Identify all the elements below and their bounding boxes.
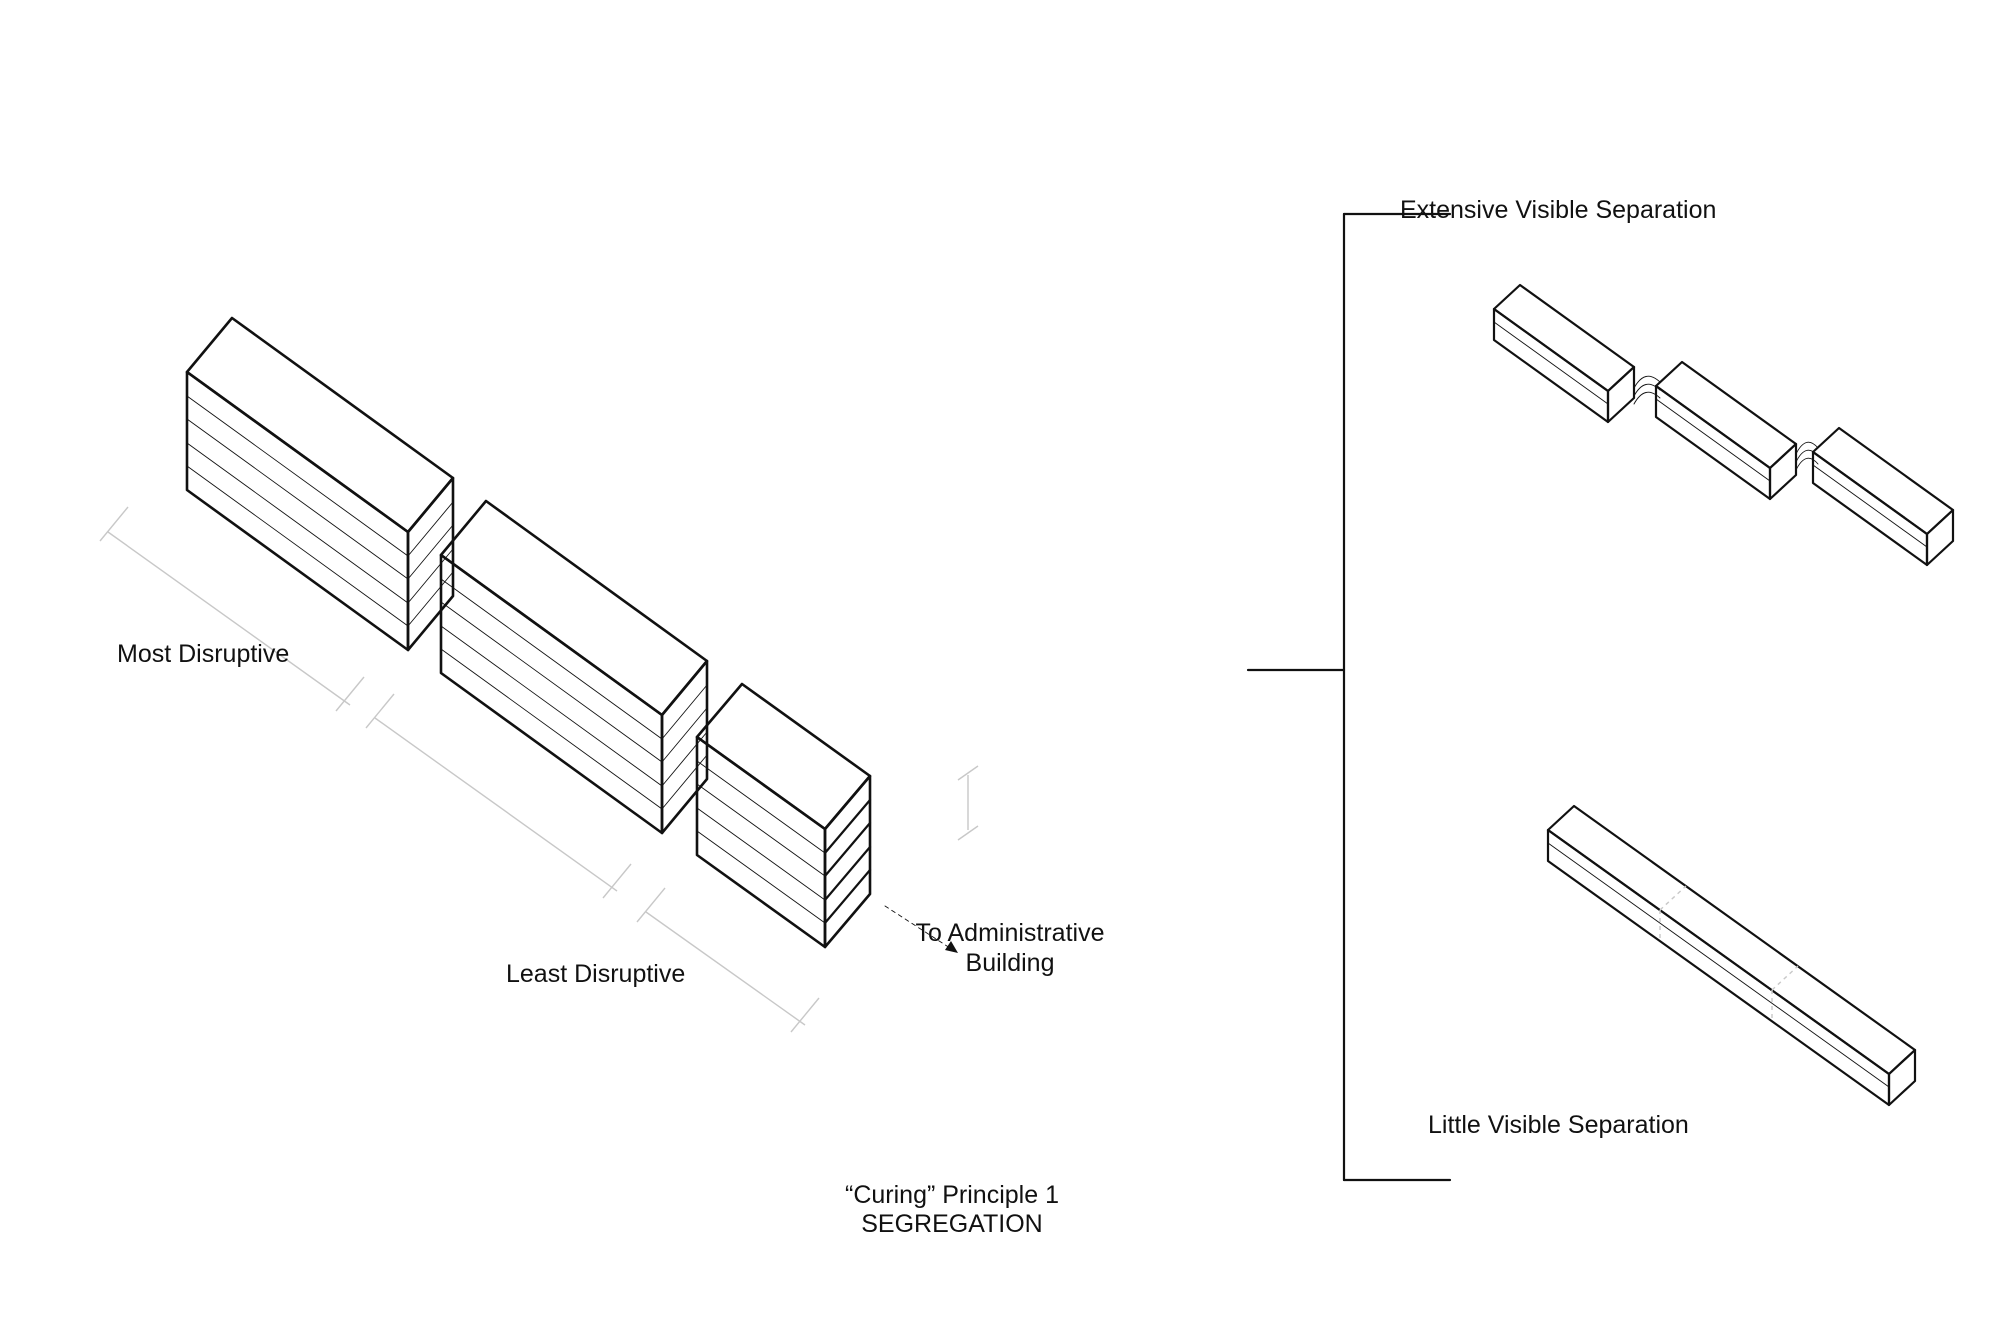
dimension-line-height xyxy=(957,765,979,841)
building-block-large xyxy=(185,316,455,652)
dimension-line-most xyxy=(99,506,365,712)
building-block-medium xyxy=(439,499,709,835)
least-disruptive-label: Least Disruptive xyxy=(506,960,685,988)
building-block-small xyxy=(695,682,872,949)
dimension-line-middle xyxy=(365,693,632,899)
little-separation-label: Little Visible Separation xyxy=(1428,1111,1689,1139)
to-admin-label-line2: Building xyxy=(966,949,1055,977)
arrow-to-admin xyxy=(884,905,958,953)
extensive-separation-label: Extensive Visible Separation xyxy=(1400,196,1716,224)
most-disruptive-label: Most Disruptive xyxy=(117,640,289,668)
separation-bracket xyxy=(1246,212,1452,1182)
to-admin-label-line1: To Administrative xyxy=(916,919,1105,947)
dimension-line-least xyxy=(636,887,820,1033)
caption-subtitle: SEGREGATION xyxy=(861,1210,1043,1238)
continuous-bar xyxy=(1546,804,1917,1107)
separated-boxes xyxy=(1492,283,1955,567)
caption-title: “Curing” Principle 1 xyxy=(845,1181,1059,1209)
